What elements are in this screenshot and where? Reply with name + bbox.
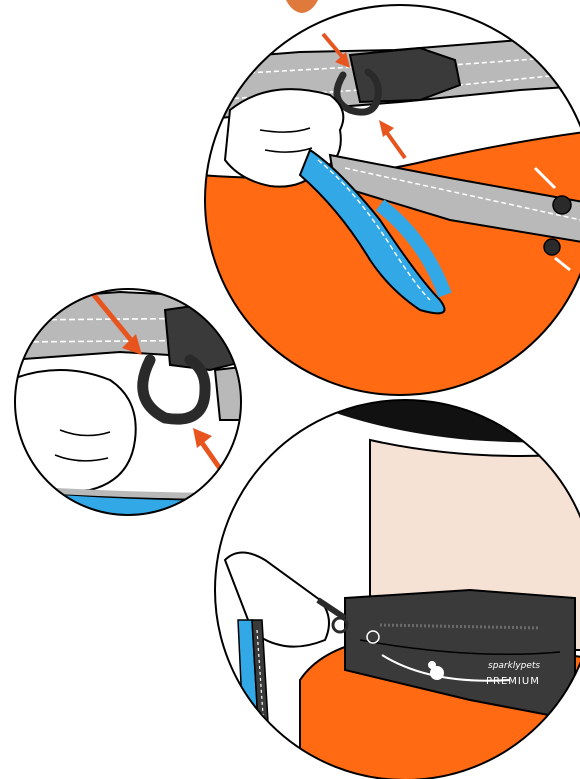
panel-detail-left: [10, 278, 260, 540]
panel-top-right: [200, 5, 580, 420]
panel-bottom-right: sparklypets PREMIUM: [215, 380, 580, 779]
brand-tagline: PREMIUM: [486, 676, 540, 687]
step-badge: [286, 0, 318, 13]
brand-name: sparklypets: [488, 661, 540, 671]
hand-icon: [10, 370, 136, 491]
